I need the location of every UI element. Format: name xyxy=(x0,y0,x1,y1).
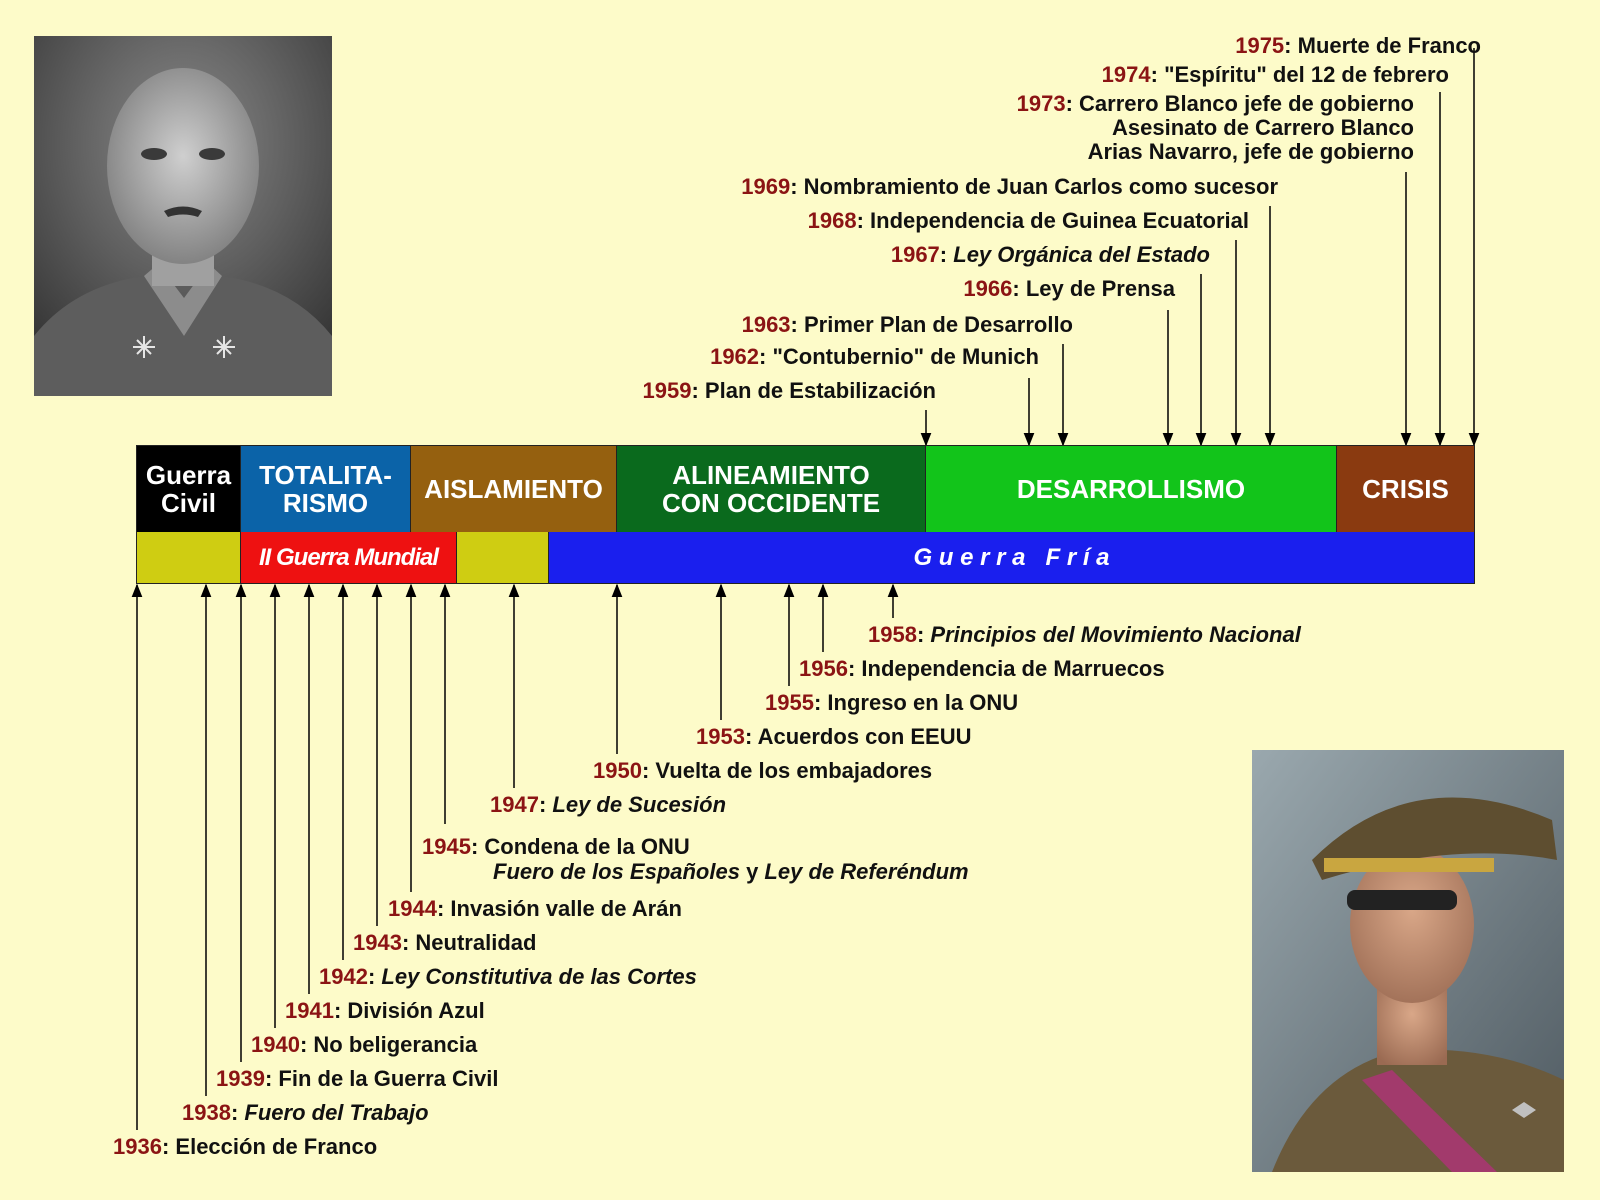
event-year: 1940 xyxy=(251,1032,300,1057)
event-year: 1947 xyxy=(490,792,539,817)
portrait-photo xyxy=(34,36,332,396)
event-year: 1956 xyxy=(799,656,848,681)
event-1945: 1945: Condena de la ONU Fuero de los Esp… xyxy=(422,834,969,884)
context-neutral-1 xyxy=(137,532,241,584)
uniform-photo xyxy=(1252,750,1564,1172)
event-year: 1959 xyxy=(642,378,692,403)
event-text: Ley de Sucesión xyxy=(552,792,727,817)
event-1943: 1943: Neutralidad xyxy=(353,930,537,955)
event-text: Neutralidad xyxy=(415,930,537,955)
event-text: División Azul xyxy=(347,998,485,1023)
event-text: Ley Orgánica del Estado xyxy=(953,242,1210,267)
period-desarrollismo: DESARROLLISMO xyxy=(926,446,1337,532)
guerra-fria-label: G u e r r a F r í a xyxy=(913,544,1110,571)
event-1941: 1941: División Azul xyxy=(285,998,485,1023)
event-year: 1945 xyxy=(422,834,471,859)
event-1975: 1975: Muerte de Franco xyxy=(1235,33,1481,58)
event-year: 1939 xyxy=(216,1066,265,1091)
event-text: Condena de la ONU xyxy=(484,834,690,859)
event-text-extra: Ley de Referéndum xyxy=(764,859,969,884)
event-year: 1943 xyxy=(353,930,402,955)
event-year: 1958 xyxy=(868,622,917,647)
event-year: 1950 xyxy=(593,758,642,783)
event-1963: 1963: Primer Plan de Desarrollo xyxy=(741,312,1073,337)
event-1942: 1942: Ley Constitutiva de las Cortes xyxy=(319,964,697,989)
event-year: 1962 xyxy=(710,344,760,369)
context-neutral-2 xyxy=(457,532,549,584)
event-year: 1968 xyxy=(807,208,857,233)
event-text: Ley de Prensa xyxy=(1025,276,1175,301)
period-guerra-civil: Guerra Civil xyxy=(137,446,241,532)
event-text: Invasión valle de Arán xyxy=(450,896,682,921)
event-1973: 1973: Carrero Blanco jefe de gobierno As… xyxy=(1016,91,1414,164)
event-text: Acuerdos con EEUU xyxy=(757,724,972,749)
event-1947: 1947: Ley de Sucesión xyxy=(490,792,727,817)
event-year: 1973 xyxy=(1016,91,1066,116)
event-1940: 1940: No beligerancia xyxy=(251,1032,478,1057)
event-year: 1944 xyxy=(388,896,437,921)
period-totalitarismo: TOTALITA- RISMO xyxy=(241,446,411,532)
event-text-extra: Fuero de los Españoles xyxy=(493,859,740,884)
event-1936: 1936: Elección de Franco xyxy=(113,1134,378,1159)
event-year: 1938 xyxy=(182,1100,231,1125)
event-1962: 1962: "Contubernio" de Munich xyxy=(710,344,1039,369)
event-year: 1936 xyxy=(113,1134,162,1159)
event-1950: 1950: Vuelta de los embajadores xyxy=(593,758,933,783)
event-text: Primer Plan de Desarrollo xyxy=(804,312,1073,337)
event-text: Carrero Blanco jefe de gobierno xyxy=(1079,91,1414,116)
uniform-illustration xyxy=(1252,750,1564,1172)
event-text: Plan de Estabilización xyxy=(704,378,936,403)
event-year: 1967 xyxy=(890,242,940,267)
event-1959: 1959: Plan de Estabilización xyxy=(642,378,936,403)
event-text-extra: Asesinato de Carrero Blanco xyxy=(1112,115,1414,140)
event-year: 1974 xyxy=(1101,62,1151,87)
event-1958: 1958: Principios del Movimiento Nacional xyxy=(868,622,1301,647)
period-alineamiento: ALINEAMIENTO CON OCCIDENTE xyxy=(617,446,926,532)
event-1953: 1953: Acuerdos con EEUU xyxy=(696,724,972,749)
event-text-extra: y xyxy=(739,859,765,884)
event-year: 1966 xyxy=(963,276,1013,301)
event-1938: 1938: Fuero del Trabajo xyxy=(182,1100,429,1125)
event-year: 1955 xyxy=(765,690,814,715)
event-1967: 1967: Ley Orgánica del Estado xyxy=(890,242,1210,267)
context-ii-guerra-mundial: II Guerra Mundial xyxy=(241,532,457,584)
event-1956: 1956: Independencia de Marruecos xyxy=(799,656,1165,681)
event-1974: 1974: "Espíritu" del 12 de febrero xyxy=(1101,62,1449,87)
ii-guerra-mundial-label: II Guerra Mundial xyxy=(258,544,439,571)
event-text: Fin de la Guerra Civil xyxy=(278,1066,499,1091)
event-1955: 1955: Ingreso en la ONU xyxy=(765,690,1019,715)
event-text-extra: Arias Navarro, jefe de gobierno xyxy=(1087,139,1414,164)
event-text: Independencia de Marruecos xyxy=(861,656,1165,681)
event-year: 1969 xyxy=(741,174,791,199)
portrait-illustration xyxy=(34,36,332,396)
event-text: Fuero del Trabajo xyxy=(244,1100,429,1125)
event-year: 1942 xyxy=(319,964,368,989)
event-year: 1975 xyxy=(1235,33,1285,58)
event-year: 1953 xyxy=(696,724,745,749)
event-year: 1941 xyxy=(285,998,334,1023)
event-1966: 1966: Ley de Prensa xyxy=(963,276,1175,301)
event-text: Elección de Franco xyxy=(175,1134,378,1159)
event-1968: 1968: Independencia de Guinea Ecuatorial xyxy=(807,208,1249,233)
event-text: Muerte de Franco xyxy=(1297,33,1481,58)
period-aislamiento: AISLAMIENTO xyxy=(411,446,617,532)
event-text: Nombramiento de Juan Carlos como sucesor xyxy=(803,174,1278,199)
period-crisis: CRISIS xyxy=(1337,446,1475,532)
event-text: Ley Constitutiva de las Cortes xyxy=(381,964,697,989)
event-text: Vuelta de los embajadores xyxy=(655,758,933,783)
event-text: Independencia de Guinea Ecuatorial xyxy=(870,208,1249,233)
event-text: "Espíritu" del 12 de febrero xyxy=(1164,62,1449,87)
event-1969: 1969: Nombramiento de Juan Carlos como s… xyxy=(741,174,1278,199)
event-1939: 1939: Fin de la Guerra Civil xyxy=(216,1066,499,1091)
event-text: Ingreso en la ONU xyxy=(827,690,1019,715)
event-year: 1963 xyxy=(741,312,791,337)
event-text: "Contubernio" de Munich xyxy=(772,344,1039,369)
event-text: No beligerancia xyxy=(313,1032,478,1057)
event-1944: 1944: Invasión valle de Arán xyxy=(388,896,682,921)
event-text: Principios del Movimiento Nacional xyxy=(930,622,1301,647)
context-guerra-fria: G u e r r a F r í a xyxy=(549,532,1475,584)
